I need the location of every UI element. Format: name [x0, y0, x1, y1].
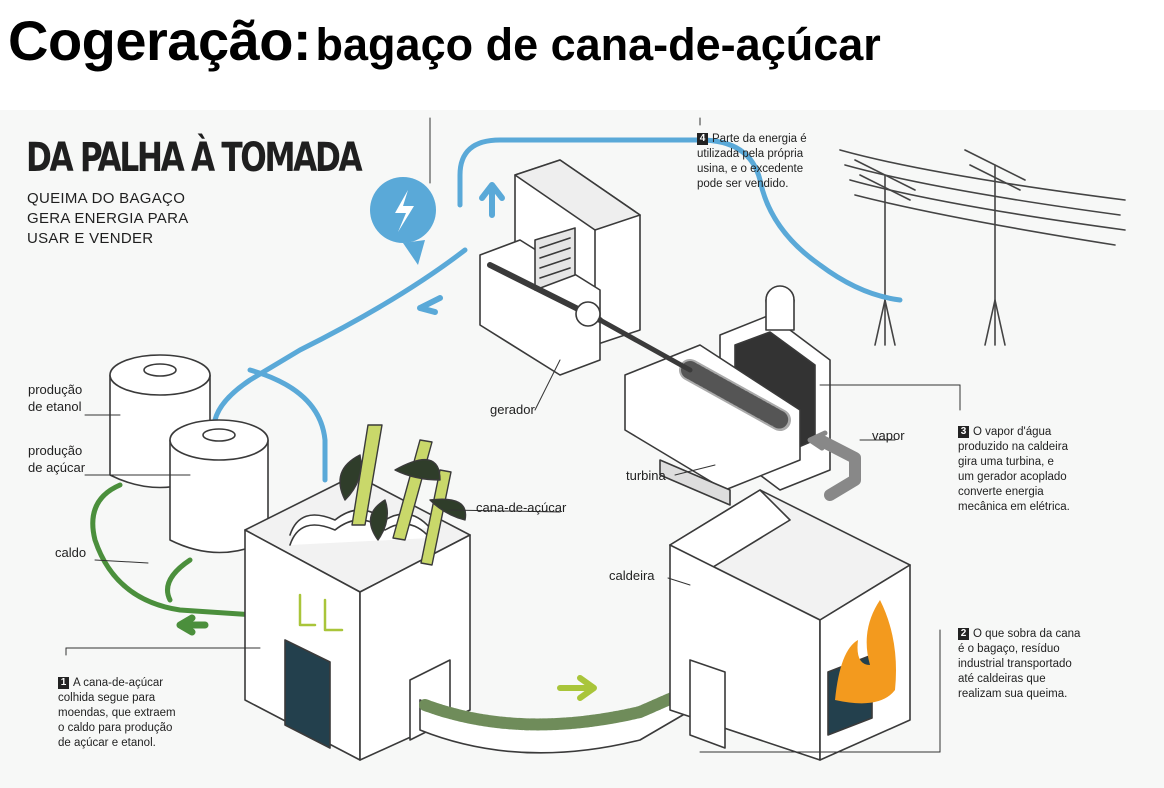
- label-sugar-2: de açúcar: [28, 460, 86, 475]
- slide-title: Cogeração: bagaço de cana-de-açúcar: [8, 8, 881, 73]
- power-line-tower-icon: [839, 149, 1126, 346]
- label-boiler: caldeira: [609, 568, 655, 583]
- step-3-line-5: converte energia: [958, 486, 1044, 498]
- steam-pipe: [814, 434, 861, 501]
- step-4-note: 4 Parte da energia é utilizada pela própr…: [697, 132, 857, 192]
- step-4-line-3: usina, e o excedente: [697, 163, 804, 175]
- title-sub: bagaço de cana-de-açúcar: [315, 19, 881, 70]
- subheading-line-2: GERA ENERGIA PARA: [27, 210, 189, 227]
- boiler-building: [669, 489, 911, 761]
- lightning-bolt-icon: [395, 190, 414, 232]
- energy-line: [212, 137, 903, 483]
- title-main: Cogeração:: [8, 9, 312, 72]
- subheading-line-3: USAR E VENDER: [27, 230, 154, 247]
- arrow-up-icon: [479, 182, 505, 218]
- mill-building: [244, 474, 471, 761]
- label-cane: cana-de-açúcar: [476, 500, 567, 515]
- label-ethanol-2: de etanol: [28, 399, 82, 414]
- label-ethanol-1: produção: [28, 382, 83, 397]
- label-turbine: turbina: [626, 468, 666, 483]
- step-2-line-2: é o bagaço, resíduo: [958, 643, 1060, 655]
- cane-stalks: [339, 424, 467, 566]
- arrow-right-icon: [557, 675, 597, 701]
- step-3-line-6: mecânica em elétrica.: [958, 501, 1070, 513]
- label-sugar-1: produção: [28, 443, 83, 458]
- step-3-line-1: O vapor d'água: [973, 426, 1052, 438]
- step-2-line-1: O que sobra da cana: [973, 628, 1081, 640]
- generator: [479, 159, 641, 376]
- step-4-number: 4: [697, 133, 708, 145]
- step-3-line-2: produzido na caldeira: [958, 441, 1068, 453]
- step-3-line-4: um gerador acoplado: [958, 471, 1067, 483]
- step-3-note: 3 O vapor d'água produzido na caldeira gi…: [958, 425, 1158, 515]
- step-4-line-2: utilizada pela própria: [697, 148, 804, 160]
- step-2-line-5: realizam sua queima.: [958, 688, 1068, 700]
- step-1-line-3: moendas, que extraem: [58, 707, 176, 719]
- step-1-line-1: A cana-de-açúcar: [73, 677, 164, 689]
- step-2-note: 2 O que sobra da cana é o bagaço, resíduo…: [958, 627, 1158, 702]
- step-2-line-4: até caldeiras que: [958, 673, 1046, 685]
- turbine: [597, 285, 831, 506]
- juice-pipe: [90, 482, 258, 618]
- step-1-line-4: o caldo para produção: [58, 722, 173, 734]
- label-generator: gerador: [490, 402, 535, 417]
- label-steam: vapor: [872, 428, 905, 443]
- infographic-heading: DA PALHA À TOMADA: [26, 135, 363, 181]
- step-4-line-1: Parte da energia é: [712, 133, 807, 145]
- arrow-left-icon: [417, 295, 443, 315]
- step-3-line-3: gira uma turbina, e: [958, 456, 1054, 468]
- sugar-tank: [169, 419, 269, 554]
- step-4-line-4: pode ser vendido.: [697, 178, 789, 190]
- step-2-line-3: industrial transportado: [958, 658, 1072, 670]
- label-juice: caldo: [55, 545, 87, 560]
- subheading-line-1: QUEIMA DO BAGAÇO: [27, 190, 186, 207]
- step-2-number: 2: [958, 628, 969, 640]
- step-1-number: 1: [58, 677, 69, 689]
- step-1-line-5: de açúcar e etanol.: [58, 737, 156, 749]
- step-1-note: 1 A cana-de-açúcar colhida segue para moe…: [58, 676, 248, 751]
- step-1-line-2: colhida segue para: [58, 692, 156, 704]
- flame-icon: [835, 600, 896, 704]
- step-3-number: 3: [958, 426, 969, 438]
